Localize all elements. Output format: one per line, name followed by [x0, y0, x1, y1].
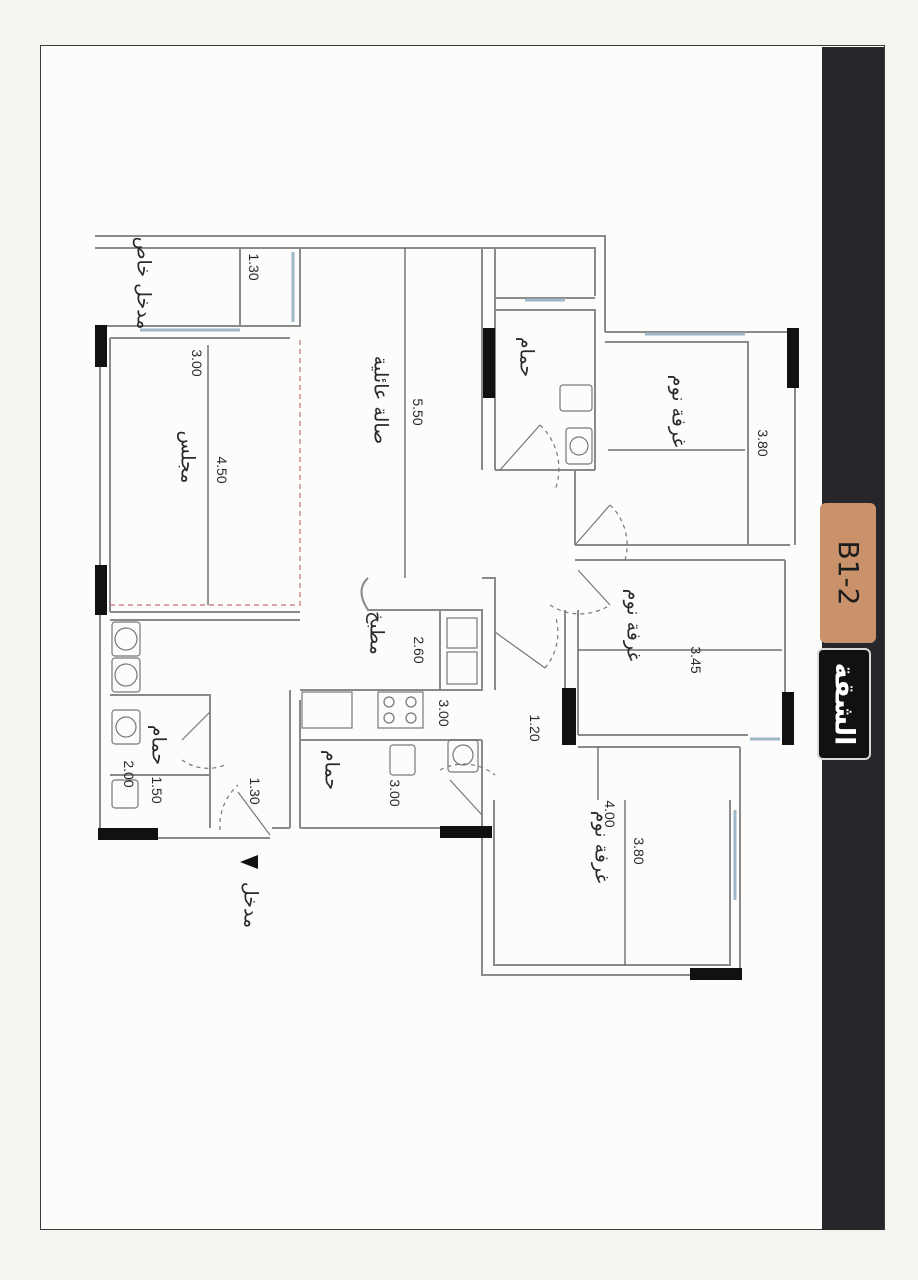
- bathroom-left-label: حمام: [147, 724, 170, 766]
- dimension-label: 3.80: [755, 429, 771, 457]
- apartment-tag: [817, 648, 871, 760]
- entrance-arrow-icon: [240, 855, 258, 869]
- bathroom-top-label: حمام: [515, 336, 538, 378]
- dimension-label: 5.50: [410, 398, 426, 426]
- majlis-label: مجلس: [176, 430, 199, 484]
- dimension-label: 4.00: [602, 800, 618, 828]
- dimension-label: 2.60: [411, 636, 427, 664]
- dimension-label: 1.20: [527, 714, 543, 742]
- dimension-label: 1.50: [149, 776, 165, 804]
- bedroom-top-label: غرفة نوم: [667, 374, 690, 448]
- bathroom-center-label: حمام: [320, 749, 343, 791]
- dimension-label: 2.00: [121, 760, 137, 788]
- private-entrance-label: مدخل خاص: [132, 236, 155, 330]
- dimension-label: 3.45: [688, 646, 704, 674]
- dimension-label: 1.30: [247, 777, 263, 805]
- dimension-label: 4.50: [214, 456, 230, 484]
- dimension-label: 3.80: [631, 837, 647, 865]
- kitchen-label: مطبخ: [365, 611, 388, 655]
- dimension-label: 1.30: [246, 253, 262, 281]
- family-hall-label: صالة عائلية: [369, 355, 392, 445]
- entrance-label: مدخل: [239, 881, 262, 929]
- plan-sheet: [40, 45, 885, 1230]
- dimension-label: 3.00: [189, 349, 205, 377]
- unit-code-tag: [820, 503, 876, 643]
- bedroom-mid-label: غرفة نوم: [622, 588, 645, 662]
- dimension-label: 3.00: [436, 699, 452, 727]
- dimension-label: 3.00: [387, 779, 403, 807]
